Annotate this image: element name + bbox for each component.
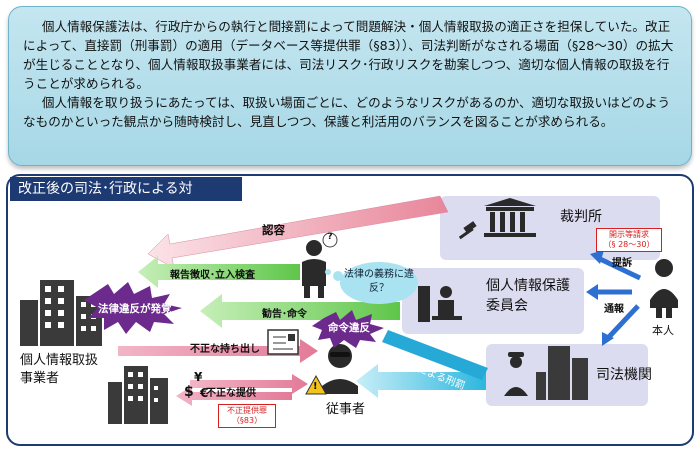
employee-label: 従事者 (326, 402, 366, 417)
obligation-callout: 法律の義務に違反？ (340, 262, 418, 304)
report-label: 報告徴収･立入検査 (170, 270, 255, 281)
dollar-icon: $ (184, 384, 194, 400)
criminal-banner (382, 330, 488, 380)
approval-arrow (147, 195, 449, 269)
gavel-icon (458, 221, 477, 240)
provision-badge-title: 不正提供罪 (227, 406, 267, 415)
principal-icon (650, 259, 678, 318)
disclosure-badge: 開示等請求 （§ 28〜30） (596, 228, 662, 252)
judicial-label: 司法機関 (596, 367, 652, 383)
warning-exclaim-icon: ! (313, 381, 318, 392)
investigator-icon (302, 240, 326, 298)
business-building-icon (20, 280, 102, 346)
disclosure-badge-title: 開示等請求 (609, 230, 649, 239)
lawsuit-arrow (590, 250, 642, 281)
provision-badge: 不正提供罪 （§83） (218, 404, 276, 428)
business-building-2-icon (108, 366, 168, 424)
question-bubble-icon (322, 232, 338, 248)
yen-icon: ¥ (194, 370, 203, 384)
summary-box: 個人情報保護法は、行政庁からの執行と間接罰によって問題解決・個人情報取扱の適正さ… (8, 6, 692, 166)
violation-burst-label: 法律違反が発覚 (98, 303, 172, 315)
order-violation-label: 命令違反 (328, 322, 370, 334)
commission-box (402, 268, 584, 334)
document-icon (267, 329, 299, 355)
panel-title: 改正後の司法･行政による対 (10, 177, 242, 201)
court-building-icon (484, 198, 536, 237)
notify-label: 通報 (604, 304, 624, 315)
employee-icon (322, 344, 358, 394)
commission-label: 個人情報保護委員会 (486, 278, 570, 314)
criminal-arrow (356, 364, 486, 398)
summary-paragraph-1: 個人情報保護法は、行政庁からの執行と間接罰によって問題解決・個人情報取扱の適正さ… (23, 19, 674, 91)
illegal-provide-label: 不正な提供 (206, 388, 256, 399)
illegal-provide-arrow-2 (176, 386, 292, 406)
business-label: 個人情報取扱事業者 (20, 353, 99, 386)
approval-label: 認容 (262, 223, 285, 237)
illegal-take-label: 不正な持ち出し (190, 344, 260, 355)
judicial-notify-arrow (602, 304, 640, 346)
report-arrow (138, 256, 300, 288)
illegal-provide-arrow (190, 374, 308, 394)
notify-arrow (586, 284, 632, 300)
disclosure-badge-ref: （§ 28〜30） (603, 240, 655, 249)
order-violation-burst (312, 310, 384, 348)
lawsuit-label: 提訴 (612, 258, 632, 269)
provision-badge-ref: （§83） (231, 416, 263, 425)
violation-burst (84, 282, 182, 334)
judicial-building-icon (536, 346, 588, 400)
warning-icon (305, 374, 327, 395)
court-label: 裁判所 (560, 209, 602, 225)
summary-paragraph-2: 個人情報を取り扱うにあたっては、取扱い場面ごとに、どのようなリスクがあるのか、適… (23, 95, 671, 129)
police-officer-icon (504, 352, 528, 396)
principal-label: 本人 (652, 324, 674, 337)
advice-label: 勧告･命令 (262, 309, 307, 320)
question-mark-icon: ? (327, 232, 333, 242)
euro-icon: € (200, 386, 209, 400)
illegal-take-arrow (118, 339, 318, 363)
commission-person-icon (418, 286, 462, 322)
